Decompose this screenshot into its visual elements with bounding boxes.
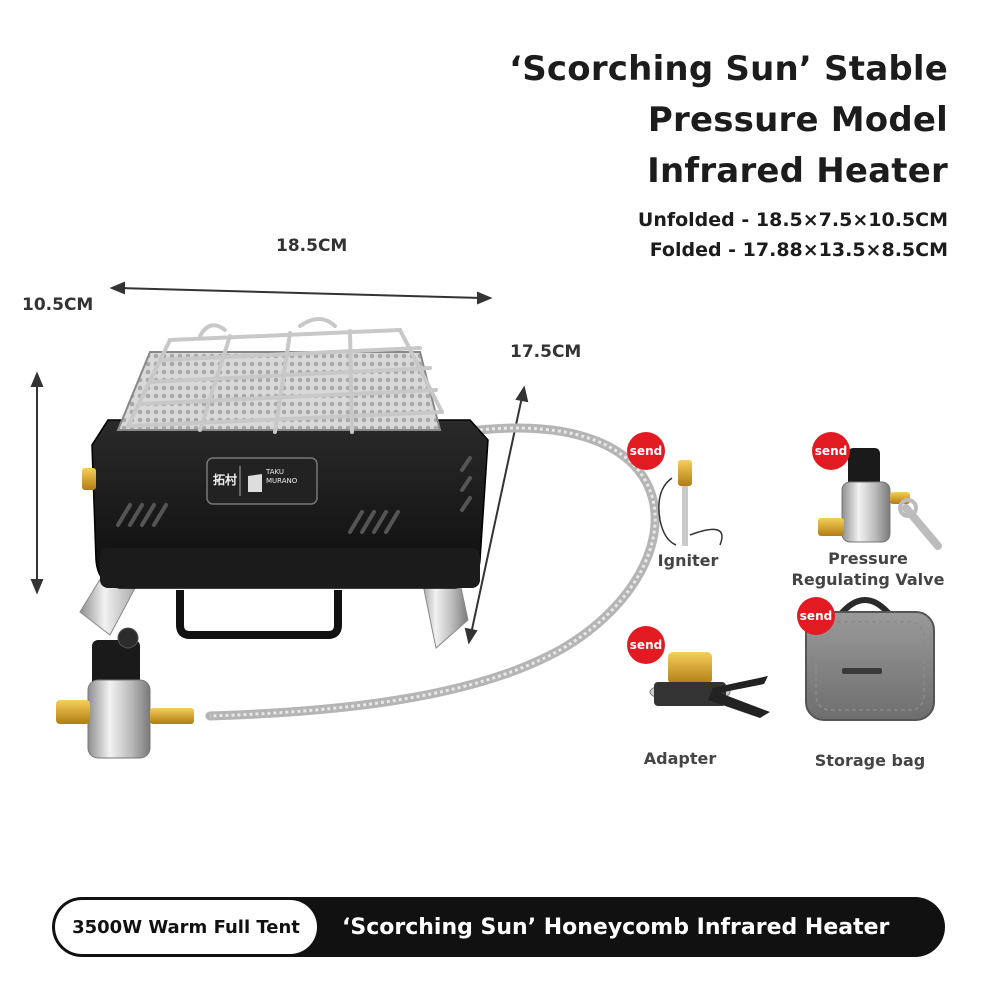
product-title-line-2: Pressure Model <box>647 100 948 140</box>
power-badge: 3500W Warm Full Tent <box>55 900 317 954</box>
storage-bag-accessory <box>805 597 935 721</box>
folded-dimensions: Folded - 17.88×13.5×8.5CM <box>649 239 948 261</box>
dimensions-block: Unfolded - 18.5×7.5×10.5CM Folded - 17.8… <box>509 205 948 265</box>
brand-logo-line-1: TAKU <box>266 468 285 476</box>
pressure-valve-accessory <box>818 448 942 550</box>
bottom-banner: 3500W Warm Full Tent ‘Scorching Sun’ Hon… <box>52 897 945 957</box>
send-badge-bag: send <box>797 597 835 635</box>
width-measurement-label: 18.5CM <box>276 236 348 256</box>
brand-logo-cn: 拓村 <box>213 473 238 487</box>
wire-guard <box>126 317 444 434</box>
send-badge-valve: send <box>812 432 850 470</box>
regulator-valve <box>56 627 194 759</box>
height-measurement-label: 10.5CM <box>22 295 94 315</box>
brand-logo-line-2: MURANO <box>266 477 298 485</box>
product-title-line-3: Infrared Heater <box>647 151 948 191</box>
storage-bag-label: Storage bag <box>814 751 926 770</box>
banner-headline: ‘Scorching Sun’ Honeycomb Infrared Heate… <box>342 914 890 940</box>
valve-label-line-2: Regulating Valve <box>791 570 945 589</box>
width-dimension-arrow <box>109 281 493 305</box>
igniter-accessory <box>658 460 723 546</box>
igniter-label: Igniter <box>657 551 719 570</box>
title-block: ‘Scorching Sun’ Stable Pressure Model In… <box>509 44 948 265</box>
product-title-line-1: ‘Scorching Sun’ Stable <box>509 49 948 89</box>
depth-dimension-arrow <box>464 385 529 645</box>
unfolded-dimensions: Unfolded - 18.5×7.5×10.5CM <box>637 209 948 231</box>
valve-label-line-1: Pressure <box>828 549 908 568</box>
send-badge-adapter: send <box>627 626 665 664</box>
heater-body <box>82 419 489 639</box>
height-dimension-arrow <box>30 371 44 595</box>
adapter-label: Adapter <box>643 749 717 768</box>
send-badge-igniter: send <box>627 432 665 470</box>
brand-logo-text: TAKU MURANO <box>266 468 297 486</box>
depth-measurement-label: 17.5CM <box>510 342 582 362</box>
valve-label: Pressure Regulating Valve <box>780 548 956 590</box>
adapter-accessory <box>649 652 770 718</box>
